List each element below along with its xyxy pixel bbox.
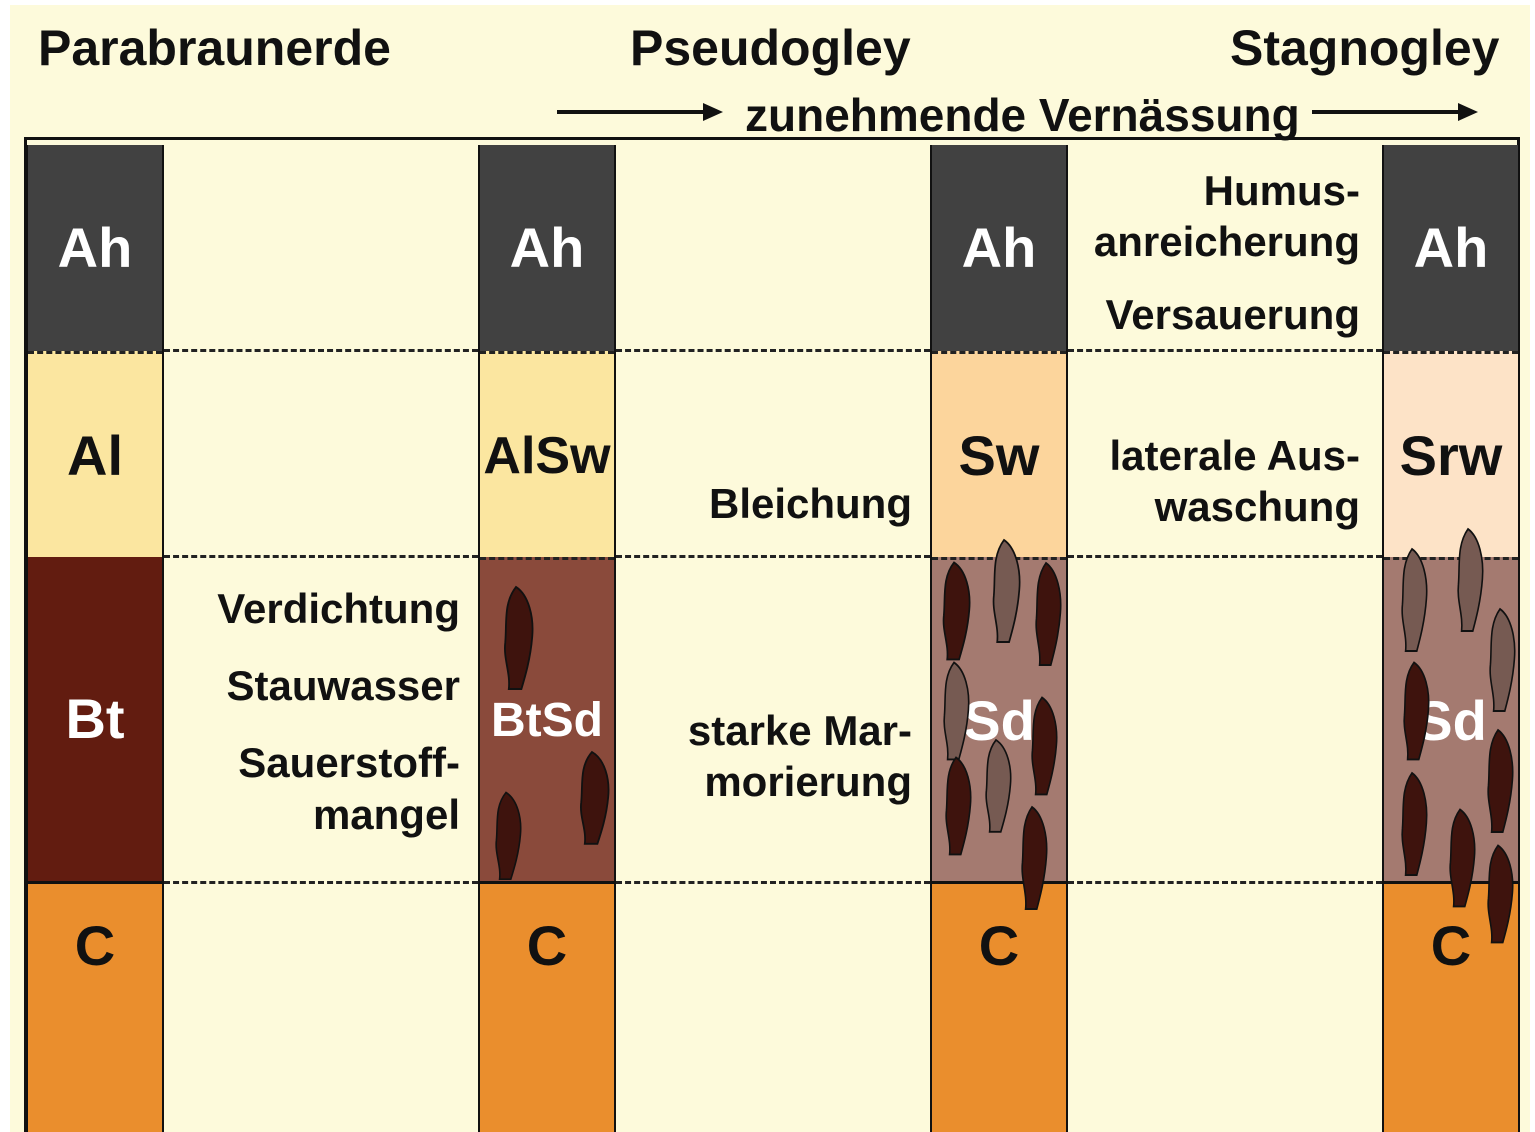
note-sauerstoff-2: mangel — [170, 789, 460, 840]
mottle-icon — [1458, 529, 1483, 631]
mottle-icon — [505, 587, 533, 689]
note-versauerung: Versauerung — [1074, 289, 1360, 340]
mottle-icon — [1402, 773, 1427, 875]
note-bleichung: Bleichung — [622, 478, 912, 529]
note-humus-1: Humus- — [1074, 165, 1360, 216]
mottle-icon — [1404, 663, 1429, 760]
note-humus-2: anreicherung — [1074, 216, 1360, 267]
mottle-icon — [1490, 609, 1515, 711]
notes-auswaschung: laterale Aus- waschung — [1074, 430, 1360, 532]
notes-marmorierung: starke Mar- morierung — [622, 705, 912, 807]
mottle-icon — [1022, 807, 1047, 909]
mottle-icon — [1450, 810, 1475, 907]
note-stauwasser: Stauwasser — [170, 660, 460, 711]
notes-parabraunerde: Verdichtung Stauwasser Sauerstoff- mange… — [170, 583, 460, 840]
diagram-panel: Parabraunerde Pseudogley Stagnogley zune… — [10, 5, 1530, 1132]
note-marmorierung-1: starke Mar- — [622, 705, 912, 756]
mottle-icon — [944, 663, 969, 760]
mottle-icon — [986, 740, 1011, 832]
note-auswaschung-2: waschung — [1074, 481, 1360, 532]
note-marmorierung-2: morierung — [622, 756, 912, 807]
note-auswaschung-1: laterale Aus- — [1074, 430, 1360, 481]
mottle-icon — [1032, 698, 1057, 795]
mottle-icon — [946, 758, 971, 855]
mottle-icon — [1488, 730, 1513, 832]
mottle-icon — [994, 540, 1020, 642]
mottle-icon — [1402, 549, 1427, 651]
note-verdichtung: Verdichtung — [170, 583, 460, 634]
mottle-icon — [1036, 563, 1061, 665]
mottle-icon — [581, 752, 609, 844]
note-sauerstoff-1: Sauerstoff- — [170, 737, 460, 788]
notes-humus: Humus- anreicherung Versauerung — [1074, 165, 1360, 341]
mottle-icon — [496, 793, 521, 880]
mottle-icon — [1488, 846, 1513, 943]
mottle-icon — [944, 563, 970, 660]
